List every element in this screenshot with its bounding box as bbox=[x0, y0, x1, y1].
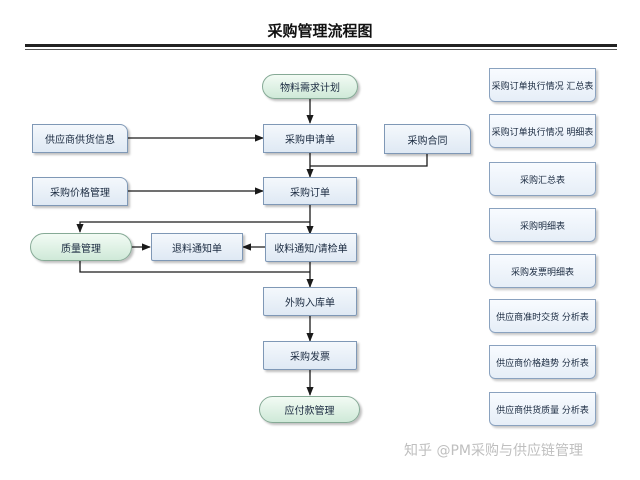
node-supplier-info: 供应商供货信息 bbox=[32, 124, 128, 153]
watermark: 知乎 @PM采购与供应链管理 bbox=[404, 443, 583, 459]
report-supplier-quality: 供应商供货质量 分析表 bbox=[489, 392, 596, 426]
report-order-exec-detail: 采购订单执行情况 明细表 bbox=[489, 114, 596, 148]
node-purchase-contract: 采购合同 bbox=[384, 124, 471, 154]
node-ap-mgmt: 应付款管理 bbox=[259, 396, 360, 423]
node-purchase-request: 采购申请单 bbox=[263, 124, 357, 153]
title-underline-thin bbox=[25, 49, 617, 50]
report-purchase-detail: 采购明细表 bbox=[489, 208, 596, 242]
report-order-exec-summary: 采购订单执行情况 汇总表 bbox=[489, 68, 596, 102]
arrow-order-to-quality bbox=[76, 221, 310, 233]
node-purchase-invoice: 采购发票 bbox=[263, 341, 357, 370]
node-price-mgmt: 采购价格管理 bbox=[32, 177, 128, 206]
title-underline-thick bbox=[25, 44, 617, 47]
node-return-notice: 退料通知单 bbox=[151, 233, 243, 261]
node-receiving-notice: 收料通知/请检单 bbox=[265, 233, 357, 262]
connector-contract bbox=[310, 154, 428, 167]
report-purchase-summary: 采购汇总表 bbox=[489, 162, 596, 196]
report-supplier-ontime: 供应商准时交货 分析表 bbox=[489, 299, 596, 333]
node-material-plan: 物料需求计划 bbox=[262, 74, 358, 99]
node-purchase-order: 采购订单 bbox=[263, 177, 357, 205]
report-supplier-price-trend: 供应商价格趋势 分析表 bbox=[489, 345, 596, 379]
node-quality-mgmt: 质量管理 bbox=[30, 233, 132, 261]
diagram-title: 采购管理流程图 bbox=[267, 22, 373, 40]
report-invoice-detail: 采购发票明细表 bbox=[489, 254, 596, 288]
node-purchase-inbound: 外购入库单 bbox=[263, 287, 357, 316]
connector-quality-to-spine bbox=[79, 261, 310, 273]
